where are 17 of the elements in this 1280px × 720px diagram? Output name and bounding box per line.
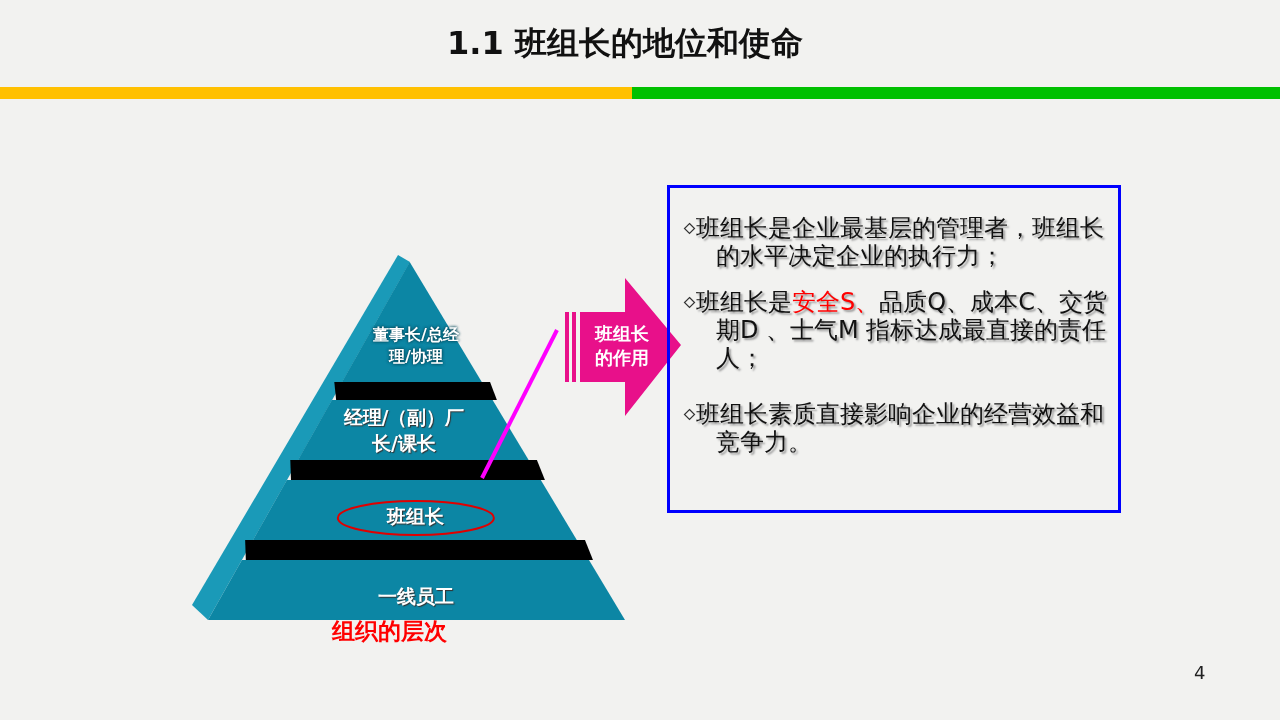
pyramid-layer (298, 400, 529, 460)
layer-label: 班组长 (385, 504, 446, 529)
callout-label: 班组长的作用 (593, 322, 650, 370)
bullet-text: 班组长是安全S、品质Q、成本C、交货期D 、士气M 指标达成最直接的责任人； (696, 288, 1108, 372)
pyramid-layer (342, 262, 483, 382)
leader-line (480, 329, 559, 479)
slide-title: 1.1 班组长的地位和使命 (447, 24, 803, 62)
page-number: 4 (1194, 662, 1206, 683)
bullet-text: 班组长是企业最基层的管理者，班组长的水平决定企业的执行力； (696, 214, 1105, 270)
pyramid-layer (208, 560, 625, 620)
layer-label: 一线员工 (377, 584, 455, 609)
pyramid-caption: 组织的层次 (332, 617, 447, 646)
arrow-callout (565, 278, 681, 416)
pyramid-layer (253, 480, 577, 540)
bullet-text: 班组长素质直接影响企业的经营效益和竞争力。 (696, 400, 1105, 456)
layer-label: 经理/（副）厂长/课长 (342, 405, 466, 456)
text-panel (667, 185, 1121, 513)
